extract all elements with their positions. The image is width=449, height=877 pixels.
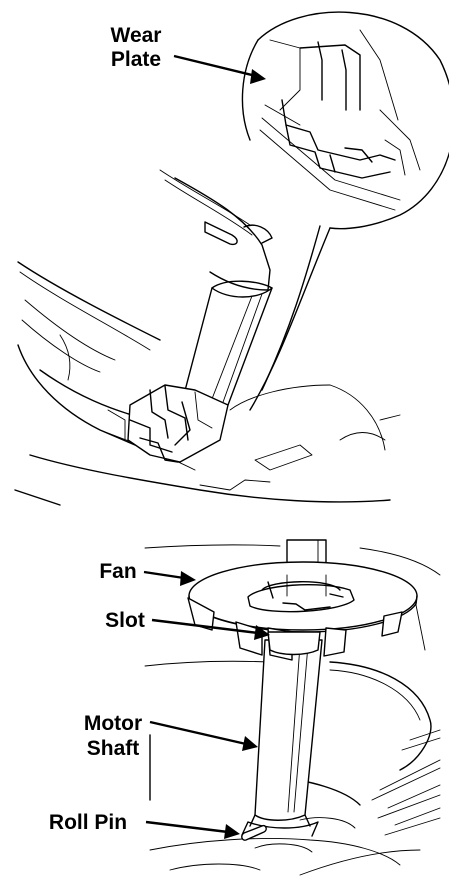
callout-slot-arrowhead: [254, 625, 270, 640]
callout-fan-arrowhead: [180, 571, 196, 586]
callout-roll-pin-leader: [145, 820, 229, 834]
callout-motor-shaft-leader: [149, 720, 247, 746]
callout-fan-label: Fan: [99, 560, 136, 583]
callout-slot-label: Slot: [105, 609, 145, 632]
callout-wear-plate-line-1: Wear: [111, 24, 162, 47]
callout-wear-plate-arrowhead: [250, 69, 266, 84]
motor-housing-outline: [144, 544, 441, 876]
motor-shaft-part: [241, 639, 323, 841]
magnified-detail-circle: [241, 11, 449, 411]
callout-slot: Slot: [105, 609, 270, 640]
callout-wear-plate-line-2: Plate: [111, 48, 161, 71]
callout-wear-plate: Wear Plate: [111, 24, 266, 84]
top-illustration: Wear Plate: [14, 11, 449, 506]
callout-roll-pin-label: Roll Pin: [49, 811, 127, 834]
callout-fan-leader: [143, 570, 185, 580]
callout-fan: Fan: [99, 560, 196, 586]
callout-roll-pin: Roll Pin: [49, 811, 240, 839]
callout-slot-leader: [151, 618, 259, 635]
callout-motor-shaft: Motor Shaft: [84, 712, 258, 760]
callout-motor-shaft-line-2: Shaft: [87, 737, 140, 760]
fan-part: [187, 561, 418, 661]
callout-wear-plate-leader: [173, 54, 257, 78]
bottom-illustration: Fan Slot Motor Shaft Roll Pin: [49, 539, 441, 876]
callout-motor-shaft-line-1: Motor: [84, 712, 142, 735]
wear-plate-part: [107, 384, 229, 463]
callout-motor-shaft-arrowhead: [242, 736, 258, 751]
callout-roll-pin-arrowhead: [224, 824, 240, 839]
housing-outline: [14, 169, 401, 506]
